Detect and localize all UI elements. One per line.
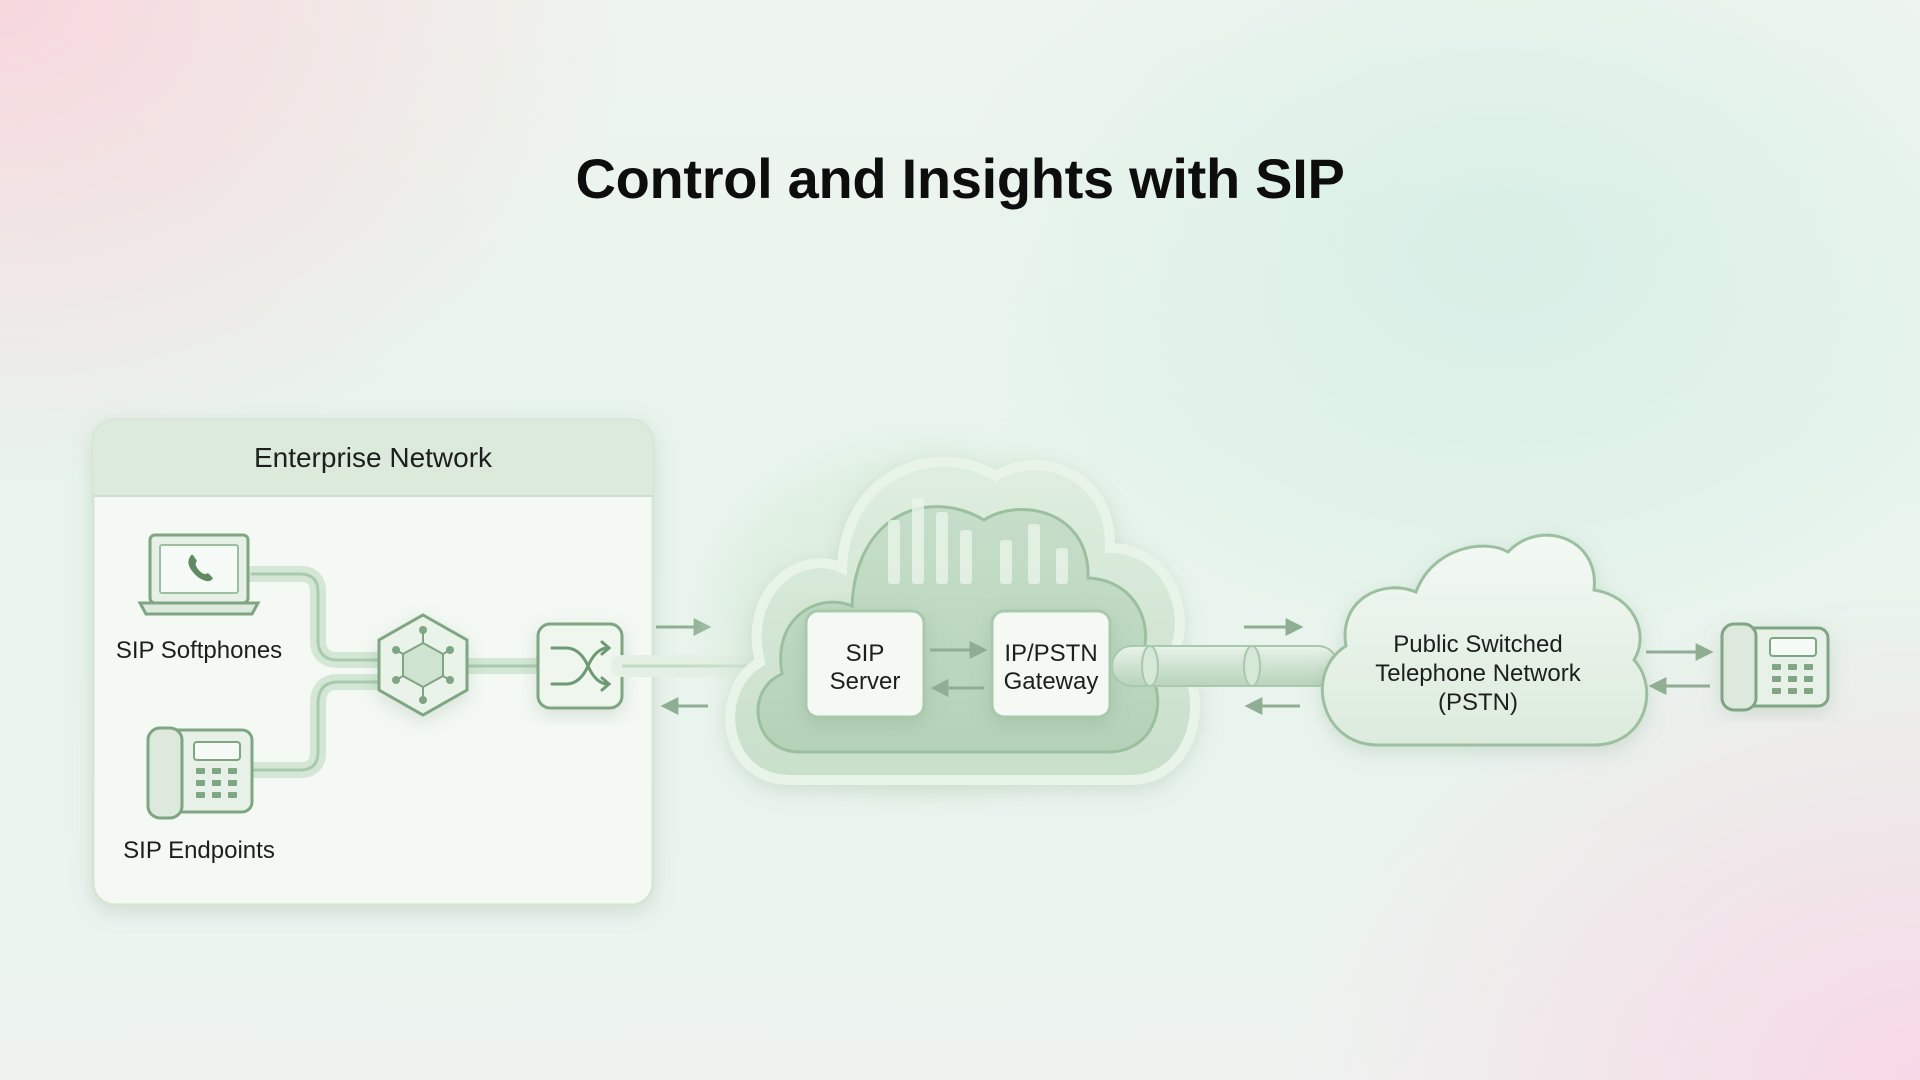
pstn-phone-arrows bbox=[1646, 643, 1714, 695]
pstn-label-line2: Telephone Network bbox=[1375, 660, 1581, 687]
crossing-arrows-switch-icon bbox=[536, 622, 624, 710]
pstn-label-line3: (PSTN) bbox=[1438, 689, 1518, 716]
hexagon-network-hub-icon bbox=[377, 613, 469, 717]
desk-phone-icon bbox=[146, 726, 254, 820]
pstn-cloud: Public Switched Telephone Network (PSTN) bbox=[1320, 533, 1649, 747]
sip-server-label-line1: SIP bbox=[846, 640, 885, 667]
gateway-label-line1: IP/PSTN bbox=[1004, 640, 1097, 667]
gateway-label-line2: Gateway bbox=[1004, 668, 1099, 695]
ip-pstn-gateway-node: IP/PSTN Gateway bbox=[990, 609, 1112, 719]
external-desk-phone-icon bbox=[1720, 622, 1830, 712]
enterprise-connectors bbox=[244, 566, 546, 778]
sip-cloud bbox=[710, 450, 1201, 790]
sip-softphones-label: SIP Softphones bbox=[116, 637, 282, 664]
sip-server-label-line2: Server bbox=[830, 668, 901, 695]
laptop-phone-icon bbox=[137, 533, 261, 616]
sip-endpoints-label: SIP Endpoints bbox=[123, 837, 275, 864]
enterprise-network-panel: Enterprise Network SIP Softphones bbox=[91, 418, 655, 907]
enterprise-network-header: Enterprise Network bbox=[254, 442, 493, 473]
pstn-label-line1: Public Switched bbox=[1393, 631, 1562, 658]
sip-server-node: SIP Server bbox=[804, 609, 926, 719]
server-gateway-arrows bbox=[930, 641, 988, 697]
page-title: Control and Insights with SIP bbox=[575, 147, 1345, 210]
